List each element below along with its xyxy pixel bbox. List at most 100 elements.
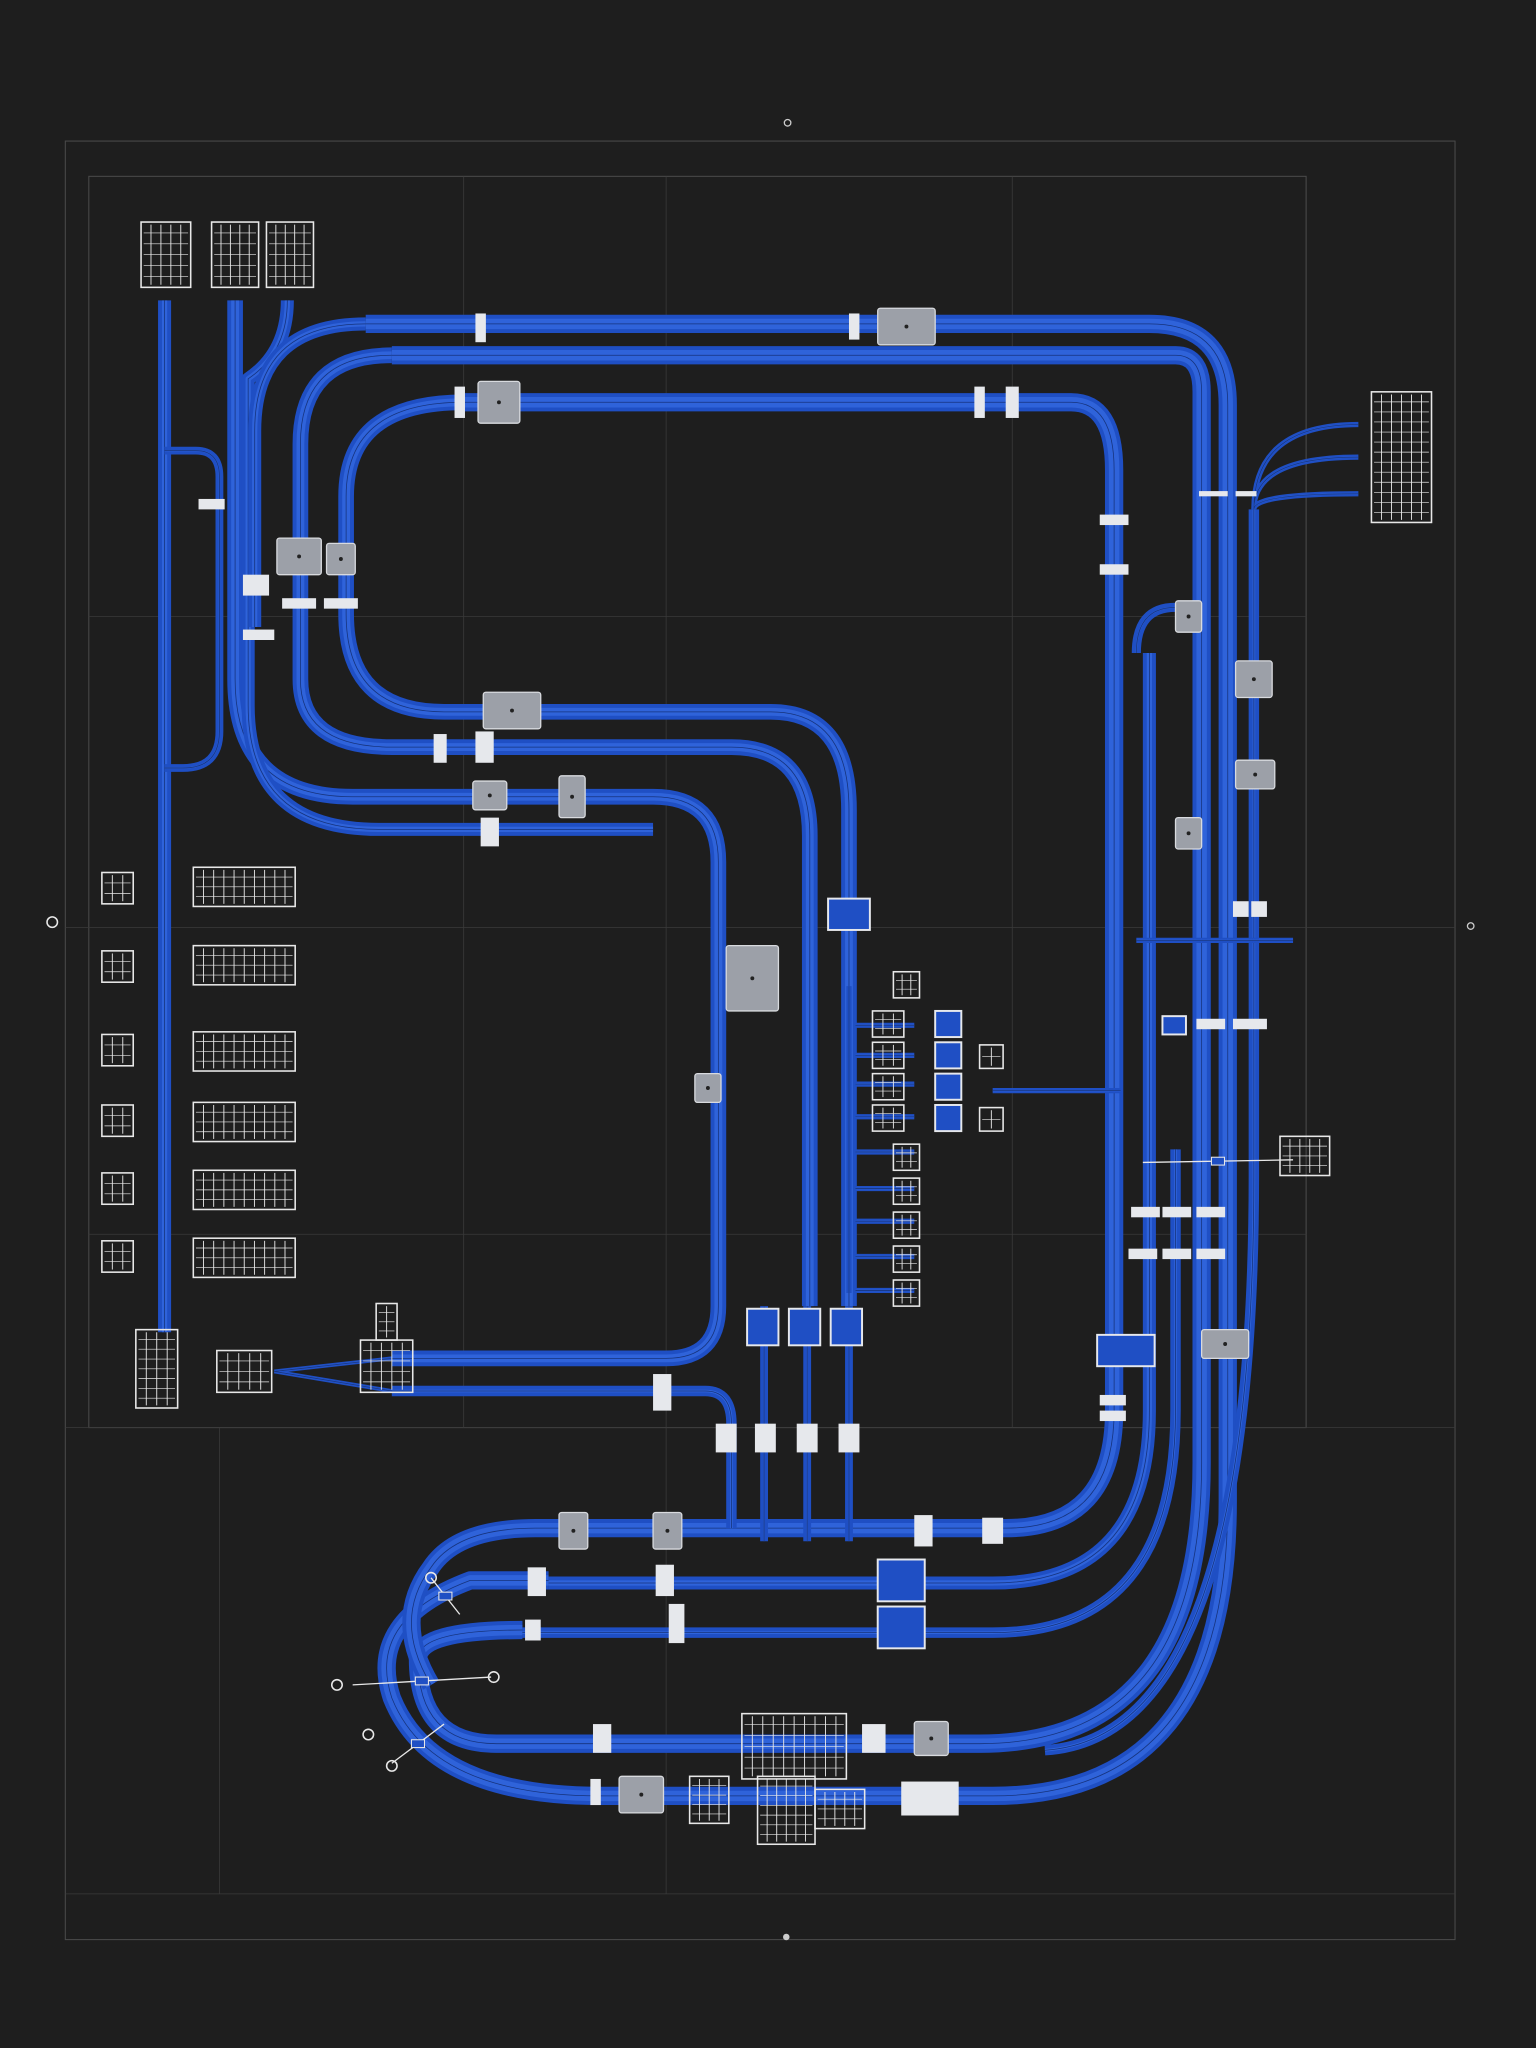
connector-icon[interactable] [192, 944, 296, 986]
connector-icon[interactable] [101, 1104, 135, 1138]
connector-icon[interactable] [978, 1044, 1004, 1070]
connector-icon[interactable] [871, 1072, 905, 1101]
connector-icon[interactable] [871, 1104, 905, 1132]
clip-icon[interactable] [1099, 514, 1129, 526]
relay-icon[interactable] [934, 1072, 963, 1101]
junction-box-icon[interactable] [482, 691, 542, 730]
connector-icon[interactable] [871, 1010, 905, 1038]
clip-icon[interactable] [433, 734, 447, 763]
junction-box-icon[interactable] [1174, 600, 1203, 633]
connector-icon[interactable] [192, 866, 296, 908]
connector-icon[interactable] [892, 1279, 921, 1307]
clip-icon[interactable] [862, 1724, 886, 1753]
clip-icon[interactable] [592, 1724, 612, 1753]
connector-icon[interactable] [892, 1177, 921, 1206]
connector-icon[interactable] [265, 221, 315, 289]
clip-icon[interactable] [527, 1567, 546, 1597]
clip-icon[interactable] [525, 1619, 541, 1641]
junction-box-icon[interactable] [1234, 660, 1273, 699]
clip-icon[interactable] [1162, 1248, 1192, 1260]
clip-icon[interactable] [655, 1564, 674, 1597]
clip-icon[interactable] [1232, 1018, 1267, 1030]
junction-box-icon[interactable] [1174, 816, 1203, 850]
clip-icon[interactable] [848, 313, 860, 340]
clip-icon[interactable] [914, 1515, 933, 1547]
clip-icon[interactable] [323, 598, 358, 609]
clip-icon[interactable] [242, 629, 275, 640]
connector-icon[interactable] [1279, 1135, 1331, 1177]
connector-icon[interactable] [1370, 391, 1433, 524]
relay-icon[interactable] [787, 1307, 822, 1347]
connector-icon[interactable] [192, 1031, 296, 1072]
clip-icon[interactable] [454, 386, 465, 418]
relay-icon[interactable] [934, 1041, 963, 1070]
connector-icon[interactable] [192, 1169, 296, 1211]
connector-icon[interactable] [101, 1033, 135, 1067]
relay-icon[interactable] [746, 1307, 780, 1347]
connector-icon[interactable] [741, 1712, 848, 1780]
clip-icon[interactable] [982, 1517, 1004, 1544]
clip-icon[interactable] [653, 1374, 672, 1411]
connector-icon[interactable] [140, 221, 192, 289]
clip-icon[interactable] [1162, 1206, 1192, 1218]
clip-icon[interactable] [668, 1603, 685, 1644]
clip-icon[interactable] [198, 498, 225, 510]
connector-icon[interactable] [192, 1237, 296, 1279]
clip-icon[interactable] [282, 598, 317, 609]
clip-icon[interactable] [242, 574, 270, 596]
relay-icon[interactable] [876, 1558, 926, 1603]
clip-icon[interactable] [1005, 386, 1019, 418]
relay-icon[interactable] [829, 1307, 864, 1347]
clip-icon[interactable] [590, 1778, 601, 1806]
clip-icon[interactable] [1232, 901, 1249, 917]
clip-icon[interactable] [480, 817, 499, 847]
clip-icon[interactable] [715, 1423, 737, 1453]
clip-icon[interactable] [1196, 1206, 1226, 1218]
clip-icon[interactable] [754, 1423, 776, 1453]
junction-box-icon[interactable] [558, 775, 586, 819]
clip-icon[interactable] [1196, 1248, 1226, 1260]
clip-icon[interactable] [974, 386, 985, 418]
relay-icon[interactable] [934, 1009, 963, 1039]
relay-icon[interactable] [876, 1605, 926, 1650]
junction-box-icon[interactable] [618, 1775, 665, 1814]
clip-icon[interactable] [1251, 901, 1267, 917]
clip-icon[interactable] [1131, 1206, 1160, 1218]
connector-icon[interactable] [978, 1106, 1004, 1132]
connector-icon[interactable] [135, 1328, 179, 1409]
junction-box-icon[interactable] [725, 944, 780, 1012]
junction-box-icon[interactable] [1234, 759, 1276, 790]
clip-icon[interactable] [1199, 491, 1228, 497]
junction-box-icon[interactable] [472, 780, 508, 811]
clip-icon[interactable] [901, 1781, 959, 1816]
connector-icon[interactable] [375, 1302, 398, 1341]
connector-icon[interactable] [892, 1211, 921, 1239]
connector-icon[interactable] [210, 221, 260, 289]
junction-box-icon[interactable] [652, 1511, 683, 1550]
connector-icon[interactable] [892, 1245, 921, 1273]
junction-box-icon[interactable] [276, 537, 322, 576]
clip-icon[interactable] [1235, 491, 1257, 497]
junction-box-icon[interactable] [558, 1511, 589, 1550]
clip-icon[interactable] [1099, 564, 1129, 575]
junction-box-icon[interactable] [1200, 1328, 1250, 1360]
relay-icon[interactable] [1161, 1015, 1187, 1036]
connector-icon[interactable] [892, 970, 921, 999]
clip-icon[interactable] [475, 731, 494, 763]
junction-box-icon[interactable] [913, 1720, 949, 1757]
relay-icon[interactable] [1096, 1333, 1156, 1368]
clip-icon[interactable] [796, 1423, 818, 1453]
connector-icon[interactable] [101, 950, 135, 983]
connector-icon[interactable] [756, 1775, 816, 1846]
connector-icon[interactable] [892, 1143, 921, 1172]
clip-icon[interactable] [1196, 1018, 1226, 1030]
clip-icon[interactable] [838, 1423, 860, 1453]
connector-icon[interactable] [192, 1101, 296, 1143]
connector-icon[interactable] [101, 871, 135, 905]
relay-icon[interactable] [934, 1104, 963, 1133]
junction-box-icon[interactable] [325, 542, 356, 576]
connector-icon[interactable] [216, 1349, 273, 1394]
connector-icon[interactable] [871, 1041, 905, 1070]
clip-icon[interactable] [475, 313, 486, 343]
junction-box-icon[interactable] [477, 380, 521, 424]
